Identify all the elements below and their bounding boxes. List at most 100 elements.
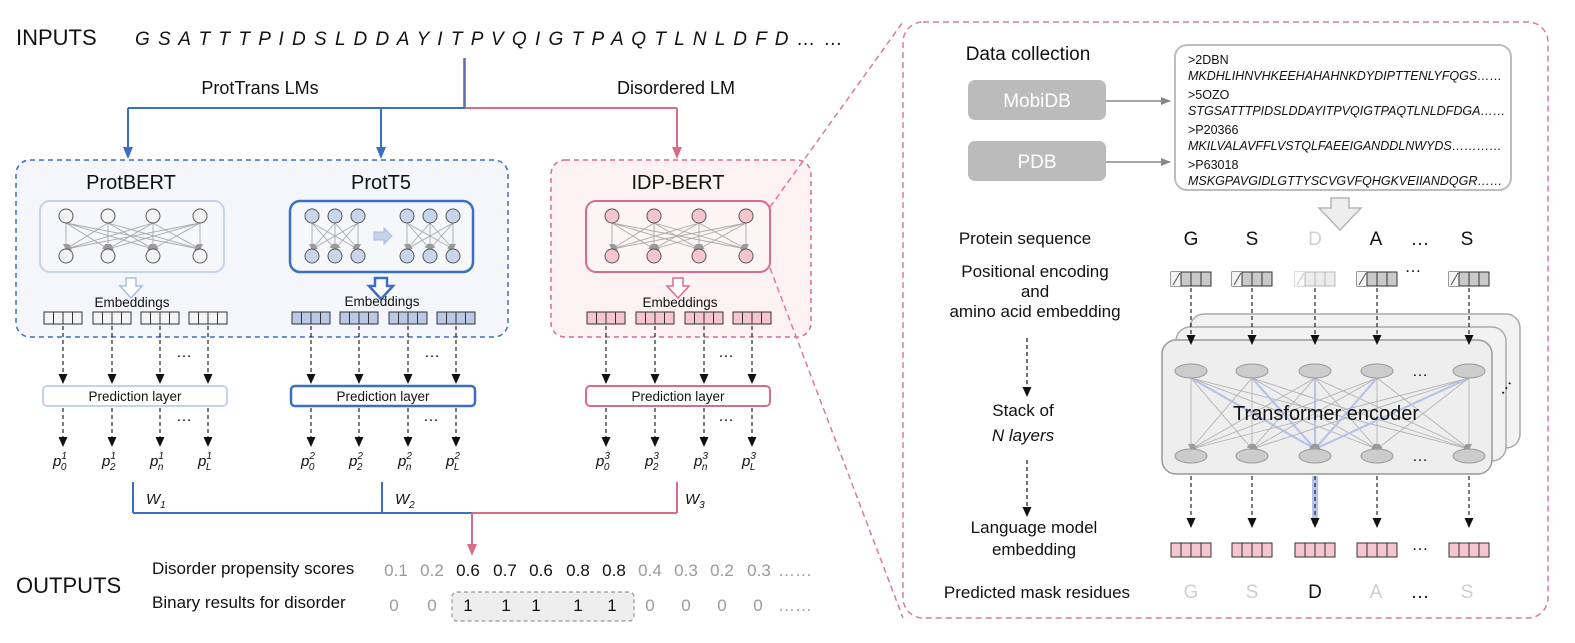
encoding-hatch (1450, 272, 1459, 286)
positional-encoding-vector (1294, 271, 1336, 287)
fasta-sequence: STGSATTTPIDSLDDAYITPVQIGTPAQTLNLDFDGA…… (1188, 104, 1505, 118)
binary-label: Binary results for disorder (152, 593, 346, 612)
network-node (445, 208, 461, 224)
outputs-label: OUTPUTS (16, 573, 121, 598)
score-value: 0.6 (529, 561, 553, 580)
network-edge (107, 222, 201, 251)
input-branch-lines (123, 58, 682, 159)
encoder-edge (1314, 377, 1378, 450)
score-value: 0.2 (710, 561, 734, 580)
fasta-sequence: MSKGPAVGIDLGTTYSCVGVFQHGKVEIIANDQGR…… (1188, 174, 1502, 188)
prott5-pred-ellipsis: … (423, 408, 439, 425)
stack-label-1: Stack of (992, 401, 1054, 420)
encoder-edge (1314, 377, 1470, 450)
lm-embedding-label-1: Language model (971, 518, 1098, 537)
protbert-network (58, 208, 208, 264)
stack-label-2: N layers (992, 426, 1055, 445)
encoding-box (1294, 271, 1336, 287)
predicted-residue: A (1370, 582, 1383, 603)
protbert-embeddings-label: Embeddings (94, 295, 169, 310)
network-node (399, 248, 415, 264)
fasta-id: >P63018 (1188, 158, 1238, 172)
network-node (100, 248, 116, 264)
score-value: 0.7 (493, 561, 517, 580)
binary-value: 1 (607, 596, 616, 615)
encoding-first-cell (1295, 272, 1305, 286)
encoder-edge (1190, 377, 1378, 451)
network-edge (65, 222, 154, 251)
residue: … (1411, 229, 1430, 250)
network-edge (611, 222, 655, 250)
fasta-id: >2DBN (1188, 53, 1229, 67)
network-edge (611, 222, 700, 251)
network-node (646, 248, 662, 264)
network-edge (65, 222, 109, 250)
residue: S (1246, 229, 1259, 250)
inputs-label: INPUTS (16, 25, 97, 50)
masked-label: Predicted mask residues (944, 583, 1130, 602)
mobidb-label: MobiDB (1003, 91, 1071, 112)
prottrans-label: ProtTrans LMs (201, 78, 318, 98)
encoder-node-ellipsis: … (1412, 363, 1428, 380)
fasta-entries: >2DBN MKDHLIHNVHKEEHAHAHNKDYDIPTTENLYFQGS… (1188, 53, 1505, 188)
network-node (58, 248, 74, 264)
encoder-node (1298, 448, 1332, 464)
ensemble-weights: W1 W2 W3 (146, 491, 705, 511)
scores-label: Disorder propensity scores (152, 559, 354, 578)
fasta-id: >5OZO (1188, 88, 1230, 102)
network-node (604, 208, 620, 224)
protbert-emb-ellipsis: … (176, 344, 192, 361)
encoder-node (1174, 363, 1208, 379)
network-node (304, 248, 320, 264)
positional-encoding-vector (1231, 271, 1273, 287)
language-model-embeddings (1170, 542, 1490, 558)
positional-encoding-vector (1448, 271, 1490, 287)
fasta-sequence: MKDHLIHNVHKEEHAHAHNKDYDIPTTENLYFQGS…… (1188, 69, 1502, 83)
fasta-id: >P20366 (1188, 123, 1238, 137)
network-edge (653, 222, 700, 250)
protbert-prediction-layer (42, 385, 228, 407)
pdb-label: PDB (1017, 152, 1056, 173)
encoder-node (1174, 448, 1208, 464)
binary-value: 0 (753, 596, 762, 615)
weight-label: W2 (395, 491, 415, 511)
encoder-edge (1251, 377, 1470, 451)
network-node (145, 208, 161, 224)
network-node (145, 248, 161, 264)
prott5-prediction-layer (289, 384, 477, 408)
weight-label: W1 (146, 491, 166, 511)
lm-embedding-label-2: embedding (992, 540, 1076, 559)
network-edge (311, 222, 359, 250)
predicted-residue: G (1184, 582, 1199, 603)
encoding-hatch (1296, 272, 1305, 286)
encoding-hatch (1172, 272, 1181, 286)
transformer-encoder-network: …… (1174, 363, 1486, 465)
weight-label: W3 (685, 491, 705, 511)
input-sequence: G S A T T T P I D S L D D A Y I T P V Q … (135, 29, 845, 50)
zoom-line-top (769, 21, 904, 208)
residue: A (1370, 229, 1383, 250)
score-value: 0.3 (674, 561, 698, 580)
idp-bert-emb-ellipsis: … (718, 344, 734, 361)
encoder-node (1452, 448, 1486, 464)
encoder-edge (1190, 377, 1253, 450)
encoding-to-encoder-arrows (1186, 288, 1474, 345)
network-node (192, 208, 208, 224)
positional-encodings (1170, 271, 1490, 287)
prott5-title: ProtT5 (351, 172, 411, 194)
disordered-lm-label: Disordered LM (617, 78, 735, 98)
fasta-box (1174, 44, 1512, 191)
predicted-residue: S (1246, 582, 1259, 603)
encoder-node (1235, 363, 1269, 379)
network-node (327, 248, 343, 264)
prott5-emb-ellipsis: … (424, 344, 440, 361)
binary-value: 0 (681, 596, 690, 615)
network-node (58, 208, 74, 224)
